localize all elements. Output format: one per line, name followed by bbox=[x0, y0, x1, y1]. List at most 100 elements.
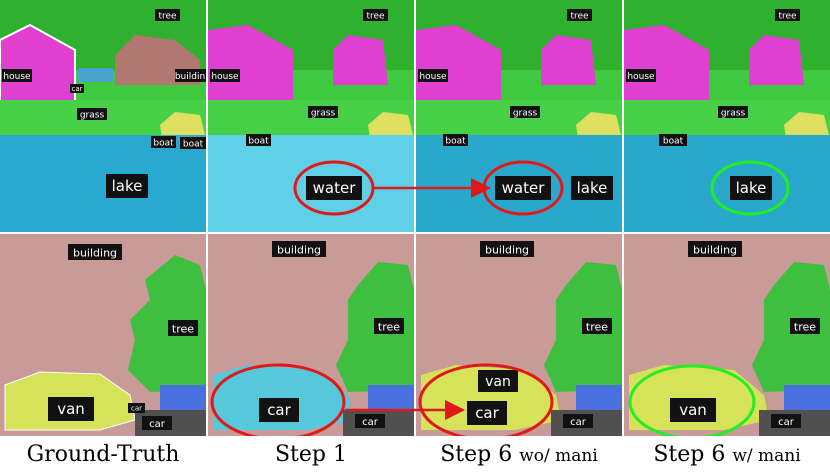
label-car-bottom: car bbox=[563, 414, 593, 428]
label-tree-bottom: tree bbox=[374, 318, 404, 334]
label-tree: tree bbox=[363, 9, 388, 22]
svg-text:buildin: buildin bbox=[175, 72, 205, 82]
label-car-bottom: car bbox=[142, 416, 172, 430]
label-water: water bbox=[306, 176, 362, 200]
panel-step-1: tree house grass boat water building tre… bbox=[208, 0, 414, 436]
label-building: buildin bbox=[175, 69, 206, 82]
label-tree: tree bbox=[155, 9, 180, 22]
svg-text:lake: lake bbox=[577, 179, 608, 197]
boat-region bbox=[160, 112, 205, 138]
label-lake: lake bbox=[730, 176, 772, 200]
label-house: house bbox=[2, 69, 32, 82]
svg-text:building: building bbox=[73, 247, 117, 260]
segmentation-image-ground-truth: tree house car buildin grass boat boat l… bbox=[0, 0, 206, 436]
svg-text:house: house bbox=[627, 72, 655, 82]
svg-text:van: van bbox=[57, 400, 85, 418]
label-grass: grass bbox=[718, 106, 748, 119]
green-circle-highlight-bottom bbox=[628, 364, 756, 436]
svg-text:boat: boat bbox=[248, 137, 269, 147]
label-boat: boat bbox=[246, 134, 271, 147]
svg-text:boat: boat bbox=[445, 137, 466, 147]
svg-text:grass: grass bbox=[721, 109, 746, 119]
panel-step-6-w-mani: tree house grass boat lake building tree… bbox=[624, 0, 830, 436]
svg-text:tree: tree bbox=[586, 321, 608, 334]
label-house: house bbox=[418, 69, 448, 82]
svg-text:car: car bbox=[475, 404, 499, 422]
label-boat: boat bbox=[659, 134, 687, 147]
svg-text:van: van bbox=[485, 374, 511, 390]
svg-text:car: car bbox=[131, 405, 142, 413]
svg-text:building: building bbox=[693, 244, 737, 257]
svg-text:car: car bbox=[149, 419, 166, 430]
panel-step-6-wo-mani: tree house grass boat water lake buildin… bbox=[416, 0, 622, 436]
caption-ground-truth: Ground-Truth bbox=[26, 442, 180, 467]
label-car-bottom: car bbox=[355, 414, 385, 428]
label-van: van bbox=[670, 398, 716, 422]
svg-text:boat: boat bbox=[663, 137, 684, 147]
label-car-bottom: car bbox=[771, 414, 801, 428]
svg-text:car: car bbox=[570, 417, 587, 428]
label-lake: lake bbox=[571, 176, 613, 200]
segmentation-image-step-6-wo-mani: tree house grass boat water lake buildin… bbox=[416, 0, 622, 436]
label-building-bottom: building bbox=[68, 244, 122, 260]
svg-text:tree: tree bbox=[366, 12, 385, 22]
svg-text:grass: grass bbox=[311, 109, 336, 119]
caption-suffix: wo/ mani bbox=[519, 446, 598, 466]
svg-text:grass: grass bbox=[80, 111, 105, 121]
label-grass: grass bbox=[308, 106, 338, 119]
label-water: water bbox=[495, 176, 551, 200]
label-car-small: car bbox=[128, 403, 145, 413]
red-circle-highlight-bottom bbox=[418, 363, 554, 436]
svg-text:tree: tree bbox=[794, 321, 816, 334]
svg-text:building: building bbox=[277, 244, 321, 257]
label-building-bottom: building bbox=[480, 241, 534, 257]
label-car: car bbox=[70, 84, 84, 93]
caption-main: Step 6 bbox=[653, 442, 733, 467]
svg-text:grass: grass bbox=[513, 109, 538, 119]
red-circle-highlight-bottom bbox=[210, 363, 346, 436]
svg-text:house: house bbox=[3, 72, 31, 82]
caption-suffix: w/ mani bbox=[732, 446, 801, 466]
label-tree-bottom: tree bbox=[790, 318, 820, 334]
label-van: van bbox=[48, 397, 94, 421]
van-region bbox=[629, 365, 769, 430]
caption-step-6-wo-mani: Step 6 wo/ mani bbox=[416, 438, 622, 472]
svg-text:lake: lake bbox=[736, 179, 767, 197]
house-region bbox=[0, 23, 76, 106]
svg-text:water: water bbox=[313, 179, 357, 197]
lake-region bbox=[0, 135, 206, 232]
svg-text:tree: tree bbox=[158, 12, 177, 22]
label-boat-2: boat bbox=[180, 137, 206, 150]
label-boat: boat bbox=[151, 136, 176, 149]
label-tree: tree bbox=[775, 9, 800, 22]
house-region-2 bbox=[333, 35, 388, 85]
segmentation-image-step-6-w-mani: tree house grass boat lake building tree… bbox=[624, 0, 830, 436]
label-tree: tree bbox=[567, 9, 592, 22]
svg-text:house: house bbox=[419, 72, 447, 82]
svg-text:car: car bbox=[778, 417, 795, 428]
label-car: car bbox=[259, 398, 299, 422]
svg-text:tree: tree bbox=[378, 321, 400, 334]
label-tree-bottom: tree bbox=[168, 320, 198, 336]
label-tree-bottom: tree bbox=[582, 318, 612, 334]
car-region bbox=[213, 365, 353, 430]
svg-text:house: house bbox=[211, 72, 239, 82]
label-boat: boat bbox=[443, 134, 468, 147]
caption-step-6-w-mani: Step 6 w/ mani bbox=[624, 438, 830, 472]
svg-text:boat: boat bbox=[153, 139, 174, 149]
label-lake: lake bbox=[106, 174, 148, 198]
svg-text:van: van bbox=[679, 401, 707, 419]
svg-text:boat: boat bbox=[183, 140, 204, 150]
label-car: car bbox=[467, 401, 507, 425]
svg-text:car: car bbox=[71, 85, 82, 93]
label-grass: grass bbox=[77, 108, 107, 121]
label-van: van bbox=[478, 370, 518, 392]
panel-ground-truth: tree house car buildin grass boat boat l… bbox=[0, 0, 206, 436]
caption-main: Step 6 bbox=[440, 442, 520, 467]
svg-text:car: car bbox=[362, 417, 379, 428]
green-circle-highlight bbox=[710, 160, 790, 216]
caption-step-1: Step 1 bbox=[274, 442, 347, 467]
label-grass: grass bbox=[510, 106, 540, 119]
tree-region bbox=[128, 255, 206, 392]
label-house: house bbox=[210, 69, 240, 82]
